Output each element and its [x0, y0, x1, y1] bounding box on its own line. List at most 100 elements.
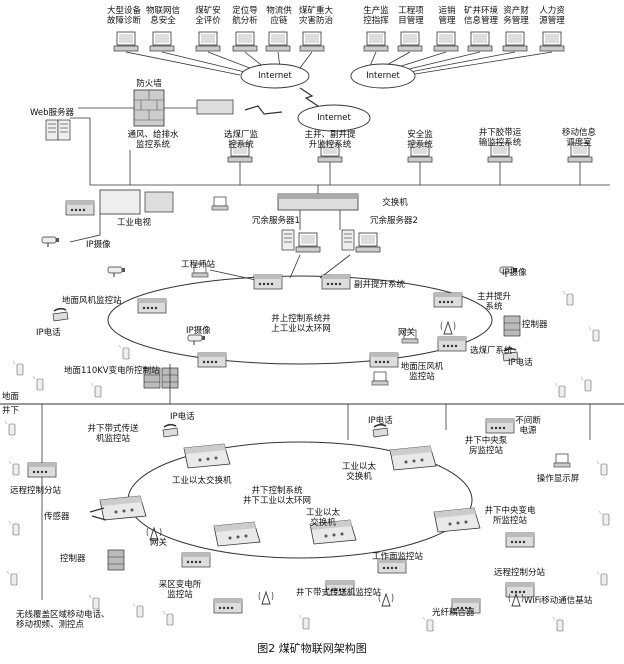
ethernet-switch-label: 工业以太交换机 [172, 476, 232, 486]
fan-station-label: 地面风机监控站 [62, 296, 122, 306]
ethernet-switch-label: 工业以太 交换机 [341, 462, 376, 482]
mobile-device-icon [596, 460, 608, 476]
work-face-label: 工作面监控站 [372, 552, 424, 562]
pc-icon [299, 31, 325, 52]
pc-icon [211, 196, 229, 211]
controller-label: 控制器 [522, 320, 548, 330]
industrial-tv-label: 工业电视 [116, 218, 151, 228]
router-icon [196, 99, 234, 115]
controller-label: 控制器 [60, 554, 86, 564]
mobile-devices [4, 290, 610, 632]
gateway-label: 网关 [150, 538, 168, 548]
mobile-device-icon [552, 616, 564, 632]
redundant-server-icon [281, 229, 295, 251]
app-label: 大型设备 故障诊断 [106, 6, 141, 26]
mobile-device-icon [88, 594, 100, 610]
pc-icon [113, 31, 139, 52]
ip-camera-icon [187, 334, 206, 346]
internet-label: Internet [258, 71, 292, 81]
industrial-tv-icon [99, 189, 174, 215]
mining-substation-icon [181, 552, 211, 568]
system-label: 主井、副井提 升监控系统 [304, 130, 356, 150]
compressor-label: 地面压风机 监控站 [400, 362, 444, 382]
gateway-label: 网关 [398, 328, 416, 338]
redundant-server-label: 冗余服务器2 [370, 216, 418, 226]
switch-label: 交换机 [382, 198, 408, 208]
controller-icon [107, 549, 125, 571]
ground-ring-label: 井上控制系统井 上工业以太环网 [271, 314, 331, 334]
remote-station-label: 远程控制分站 [494, 568, 546, 578]
pc-icon [363, 31, 389, 52]
remote-control-station-icon [27, 462, 57, 478]
controller-icon [503, 315, 521, 337]
ip-phone-label: IP电话 [368, 416, 393, 426]
app-label: 运销 管理 [438, 6, 456, 26]
operator-display-label: 操作显示屏 [536, 474, 580, 484]
app-label: 矿井环境 信息管理 [463, 6, 498, 26]
underground-station-icon [389, 445, 437, 471]
mobile-device-icon [32, 375, 44, 391]
mining-substation-label: 采区变电所 监控站 [158, 580, 202, 600]
wireless-link-icon [244, 105, 283, 115]
system-label: 通风、给排水 监控系统 [127, 130, 179, 150]
internet-label: Internet [317, 113, 351, 123]
wifi-tower-icon [258, 591, 274, 605]
ip-phone-label: IP电话 [508, 358, 533, 368]
app-label: 人力资 源管理 [539, 6, 565, 26]
web-server-icon [57, 119, 71, 141]
app-label: 物联网信 息安全 [145, 6, 180, 26]
mobile-device-icon [554, 382, 566, 398]
wifi-base-label: WiFi移动通信基站 [524, 596, 593, 606]
underground-ring-label: 井下控制系统 井下工业以太环网 [242, 486, 311, 506]
substation-center-label: 井下中央变电 所监控站 [484, 506, 536, 526]
pc-icon [397, 31, 423, 52]
mobile-device-icon [12, 360, 24, 376]
ip-camera-label: IP摄像 [502, 268, 527, 278]
pc-icon [149, 31, 175, 52]
internet-cloud-center [297, 104, 371, 132]
web-server-icon [45, 119, 59, 141]
mobile-device-icon [8, 520, 20, 536]
remote-control-station-icon [505, 582, 535, 598]
pump-station-label: 井下中央泵 房监控站 [464, 436, 508, 456]
ground-ethernet-ring [107, 275, 493, 365]
firewall-icon [133, 89, 165, 127]
internet-cloud-left [240, 63, 310, 89]
wireless-coverage-label: 无线覆盖区域移动电话、 移动视频、测控点 [16, 610, 110, 630]
ethernet-switch-icon [321, 274, 351, 290]
fiber-coupler-label: 光纤耦合器 [432, 608, 475, 618]
ethernet-switch-label: 工业以太 交换机 [305, 508, 340, 528]
belt-station-label: 井下带式传送 机监控站 [87, 424, 139, 444]
switch-links [69, 185, 341, 243]
underground-station-icon [99, 495, 147, 521]
underground-station-icon [183, 443, 231, 469]
mobile-device-icon [8, 460, 20, 476]
mobile-device-icon [422, 616, 434, 632]
top-app-computers [113, 31, 565, 52]
core-switch-icon [277, 193, 359, 211]
app-label: 物流供 应链 [266, 6, 292, 26]
substation-110-label: 地面110KV变电所控制站 [64, 366, 160, 376]
app-label: 资产财 务管理 [503, 6, 529, 26]
shaft-links [41, 364, 591, 600]
ip-phone-label: IP电话 [170, 412, 195, 422]
pc-icon [265, 31, 291, 52]
video-recorder-icon [65, 200, 95, 216]
mobile-device-icon [596, 570, 608, 586]
ethernet-switch-icon [437, 336, 467, 352]
mobile-device-icon [598, 510, 610, 526]
top-connection-lines [125, 51, 553, 76]
ethernet-switch-icon [137, 298, 167, 314]
mobile-device-icon [6, 570, 18, 586]
ip-phone-icon [52, 307, 69, 322]
ip-camera-icon [41, 236, 60, 248]
ip-phone-icon [372, 423, 389, 438]
ip-camera-label: IP摄像 [186, 326, 211, 336]
web-server-label: Web服务器 [30, 108, 75, 118]
substation-device-icon [505, 532, 535, 548]
system-label: 选煤厂监 控系统 [223, 130, 258, 150]
underground-station-icon [433, 507, 481, 533]
pc-icon [371, 371, 389, 386]
ethernet-switch-icon [197, 352, 227, 368]
